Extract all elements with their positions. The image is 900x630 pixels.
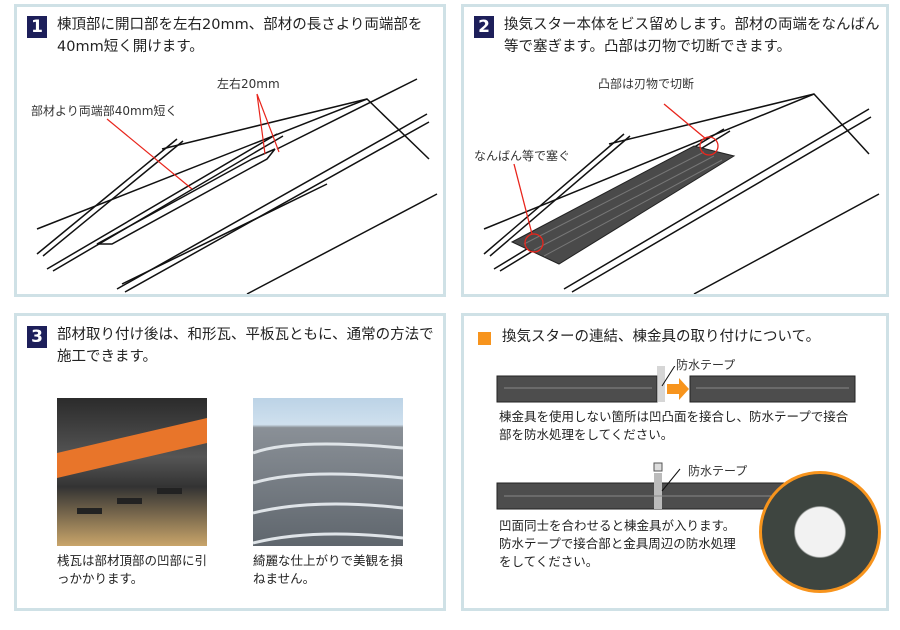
- connection-diagram: [496, 366, 856, 510]
- step-1-panel: 1 棟頂部に開口部を左右20mm、部材の長さより両端部を40mm短く開けます。 …: [14, 4, 446, 297]
- connection-text: 棟金具を使用しない箇所は凹凸面を接合し、防水テープで接合部を防水処理をしてくださ…: [499, 409, 849, 442]
- callout-label: 左右20mm: [217, 77, 280, 91]
- connection-panel: 換気スターの連結、棟金具の取り付けについて。 防水テープ 棟金具を使用しない箇所…: [461, 313, 889, 611]
- orange-square-icon: [478, 332, 491, 345]
- step-number-badge: 2: [474, 16, 494, 38]
- photo-caption: 桟瓦は部材頂部の凹部に引っかかります。: [57, 553, 208, 586]
- callout-label: 凸部は刃物で切断: [598, 77, 695, 91]
- step-2-panel: 2 換気スター本体をビス留めします。部材の両端をなんばん等で塞ぎます。凸部は刃物…: [461, 4, 889, 297]
- step-title: 棟頂部に開口部を左右20mm、部材の長さより両端部を40mm短く開けます。: [57, 17, 423, 55]
- step-number-badge: 1: [27, 16, 47, 38]
- japanese-tile-photo: [57, 398, 207, 546]
- step-title: 換気スター本体をビス留めします。部材の両端をなんばん等で塞ぎます。凸部は刃物で切…: [504, 17, 880, 55]
- step-title: 部材取り付け後は、和形瓦、平板瓦ともに、通常の方法で施工できます。: [57, 327, 434, 365]
- step-3-panel: 3 部材取り付け後は、和形瓦、平板瓦ともに、通常の方法で施工できます。 桟瓦は部…: [14, 313, 446, 611]
- step-number-badge: 3: [27, 326, 47, 348]
- connection-text: 凹面同士を合わせると棟金具が入ります。防水テープで接合部と金具周辺の防水処理をし…: [499, 518, 736, 569]
- tape-label: 防水テープ: [676, 358, 736, 372]
- vent-install-diagram: [483, 93, 880, 294]
- callout-label: 部材より両端部40mm短く: [31, 104, 178, 118]
- flat-tile-photo: [253, 398, 403, 546]
- ridge-bracket-detail-photo: [759, 471, 881, 593]
- photo-caption: 綺麗な仕上がりで美観を損ねません。: [253, 553, 404, 586]
- callout-label: なんばん等で塞ぐ: [474, 149, 571, 163]
- tape-label: 防水テープ: [688, 464, 748, 478]
- roof-opening-diagram: [36, 78, 438, 294]
- section-title: 換気スターの連結、棟金具の取り付けについて。: [502, 329, 821, 345]
